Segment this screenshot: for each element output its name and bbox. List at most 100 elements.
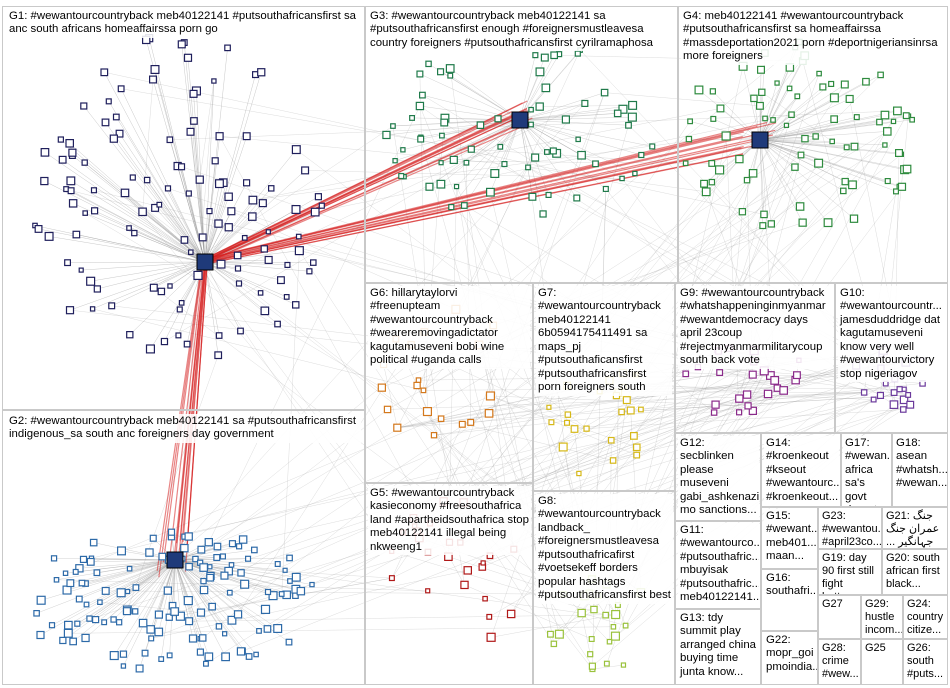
edge xyxy=(111,261,206,307)
edge xyxy=(92,308,424,391)
node xyxy=(546,630,554,638)
edge xyxy=(747,370,765,406)
group-label-G7: G7: #wewantourcountryback meb40122141 6b… xyxy=(536,286,672,396)
edge xyxy=(519,119,533,197)
group-label-G19: G19: day 90 first still fight better... xyxy=(820,551,881,594)
node xyxy=(285,638,293,646)
edge xyxy=(189,614,616,622)
node xyxy=(93,285,102,293)
node xyxy=(791,163,799,171)
node xyxy=(467,145,475,153)
edge xyxy=(759,88,790,141)
edge xyxy=(81,559,176,584)
node xyxy=(453,183,460,190)
node xyxy=(760,210,768,219)
group-label-G27: G27 xyxy=(820,597,860,638)
node xyxy=(120,663,127,669)
node xyxy=(422,407,433,417)
node xyxy=(156,201,163,208)
node xyxy=(398,173,405,180)
edge xyxy=(181,166,206,263)
group-label-G14: G14: #kroenkeout #kseout #wewantourc... … xyxy=(764,436,839,506)
edge xyxy=(174,546,240,561)
node xyxy=(440,118,449,127)
node xyxy=(238,535,248,544)
node xyxy=(196,608,206,617)
node xyxy=(393,423,402,432)
node xyxy=(558,442,568,452)
node xyxy=(309,581,315,588)
node xyxy=(896,386,903,393)
node xyxy=(221,652,231,662)
node xyxy=(224,566,233,576)
node xyxy=(237,569,245,577)
edge xyxy=(759,139,900,154)
edge xyxy=(159,204,206,263)
node xyxy=(176,306,183,313)
node xyxy=(463,566,473,575)
node xyxy=(902,112,910,120)
node xyxy=(583,425,590,432)
edge xyxy=(433,383,923,436)
edge xyxy=(759,139,829,223)
edge xyxy=(209,566,392,579)
edge xyxy=(204,261,296,306)
node xyxy=(700,179,709,188)
node xyxy=(213,542,222,551)
panel-G4 xyxy=(678,6,948,283)
node xyxy=(415,377,422,383)
node xyxy=(188,634,198,643)
node xyxy=(798,218,807,227)
edge xyxy=(519,119,629,126)
node xyxy=(97,599,103,606)
edge xyxy=(91,398,740,559)
node xyxy=(245,555,252,562)
node xyxy=(779,386,789,395)
edge xyxy=(62,559,176,641)
edge xyxy=(126,355,219,612)
node xyxy=(192,555,199,563)
node xyxy=(189,89,198,98)
node xyxy=(273,623,283,633)
group-label-G9: G9: #wewantourcountryback #whatshappenin… xyxy=(678,286,833,369)
node xyxy=(90,187,98,194)
node xyxy=(58,155,67,164)
edge xyxy=(168,399,874,561)
edge xyxy=(759,116,909,141)
node xyxy=(709,88,716,95)
node xyxy=(195,175,204,184)
edge xyxy=(463,92,605,503)
node xyxy=(185,562,193,571)
node xyxy=(899,406,907,413)
node xyxy=(575,136,581,143)
node xyxy=(794,93,801,100)
edge xyxy=(121,559,176,594)
node xyxy=(554,629,564,639)
panel-G25 xyxy=(861,639,903,685)
node xyxy=(581,99,589,108)
edge xyxy=(440,71,521,121)
edge xyxy=(135,559,176,612)
node xyxy=(237,327,244,335)
node xyxy=(588,662,597,670)
panel-G10 xyxy=(835,283,948,433)
edge xyxy=(171,412,740,538)
node xyxy=(34,225,43,233)
node xyxy=(234,265,242,272)
node xyxy=(711,400,720,409)
node xyxy=(850,142,859,151)
edge xyxy=(72,559,176,642)
edge xyxy=(574,392,865,430)
panel-G29 xyxy=(861,595,903,639)
node xyxy=(755,101,764,110)
edge xyxy=(174,559,242,652)
edge xyxy=(70,180,206,263)
node xyxy=(122,607,132,616)
node xyxy=(274,320,281,328)
node xyxy=(145,548,154,557)
node xyxy=(227,615,237,625)
panel-G28 xyxy=(818,639,861,685)
strong-edge xyxy=(180,261,207,556)
node xyxy=(463,159,470,166)
node xyxy=(203,660,209,667)
